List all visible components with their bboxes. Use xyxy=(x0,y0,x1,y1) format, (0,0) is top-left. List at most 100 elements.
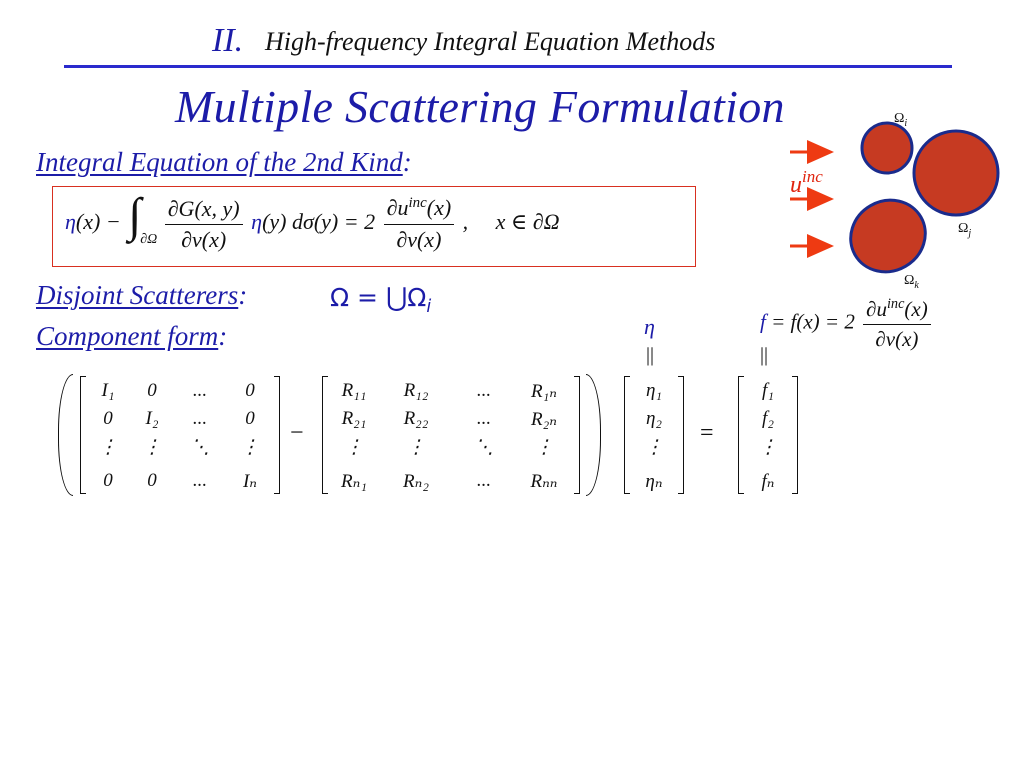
r-matrix-cell: ... xyxy=(476,408,492,429)
component-form-colon: : xyxy=(218,321,228,351)
r-matrix-cell: R₂₁ xyxy=(341,408,367,429)
omega-lhs: Ω xyxy=(330,283,350,312)
identity-matrix-cell: ... xyxy=(192,470,208,491)
header-rule xyxy=(64,65,952,68)
f-denominator: ∂ν(x) xyxy=(875,326,919,351)
omega-rhs-sub: i xyxy=(426,297,432,318)
disjoint-scatterers-label: Disjoint Scatterers: xyxy=(36,280,247,311)
omega-j-label: Ωj xyxy=(958,221,971,239)
identity-matrix-cell: ⋮ xyxy=(98,437,118,458)
identity-matrix-cell: ⋱ xyxy=(190,437,210,458)
r-matrix-cell: R₁₂ xyxy=(403,380,429,401)
integral-equation-label-text: Integral Equation of the 2nd Kind xyxy=(36,147,403,177)
omega-equals: = xyxy=(349,283,386,312)
union-symbol: ⋃ xyxy=(385,283,408,313)
integral-equation: η(x) − ∫ ∂Ω ∂G(x, y) ∂ν(x) η(y) dσ(y) = … xyxy=(65,189,560,254)
integral-sign: ∫ ∂Ω xyxy=(126,189,158,254)
identity-right-bracket xyxy=(274,376,280,494)
minus-sign: − xyxy=(290,420,304,446)
rhs-numerator-du: ∂u xyxy=(386,195,409,221)
identity-left-bracket xyxy=(80,376,86,494)
omega-union-equation: Ω = ⋃Ωi xyxy=(330,283,431,317)
eq-measure: (y) dσ(y) = 2 xyxy=(262,209,376,235)
r-matrix-cell: ⋮ xyxy=(344,437,364,458)
f-numerator-x: (x) xyxy=(904,296,928,321)
scatterer-omega-j xyxy=(912,129,1000,217)
f-numerator-du: ∂u xyxy=(866,296,887,321)
r-matrix-cell: ⋮ xyxy=(534,437,554,458)
f-expr: = f(x) = 2 xyxy=(765,309,855,334)
kernel-fraction: ∂G(x, y) ∂ν(x) xyxy=(164,196,243,253)
rhs-numerator: ∂uinc(x) xyxy=(383,195,455,225)
integral-equation-colon: : xyxy=(402,147,412,177)
r-matrix-cell: ⋮ xyxy=(406,437,426,458)
eta-vector-entry: η₂ xyxy=(645,408,663,429)
disjoint-scatterers-label-text: Disjoint Scatterers xyxy=(36,280,239,310)
equals-sign: = xyxy=(700,420,714,446)
integral-domain: ∂Ω xyxy=(140,232,158,247)
identity-matrix-cell: 0 xyxy=(245,408,255,429)
identity-matrix-cell: I₂ xyxy=(145,408,159,429)
f-vector-entry: ⋮ xyxy=(758,437,778,458)
f-equals-vertical: || xyxy=(760,344,769,366)
r-left-bracket xyxy=(322,376,328,494)
eta-label: η xyxy=(644,314,655,339)
scatterer-omega-i xyxy=(860,121,914,175)
eta-vector-entry: η₁ xyxy=(645,380,663,401)
identity-matrix-cell: 0 xyxy=(147,470,157,491)
outer-right-paren xyxy=(586,374,601,496)
slide-title: Multiple Scattering Formulation xyxy=(175,81,785,132)
omega-i-label: Ωi xyxy=(894,111,907,129)
omega-k-label: Ωk xyxy=(904,273,919,291)
r-matrix-cell: R₁ₙ xyxy=(531,381,557,402)
eq-condition: , x ∈ ∂Ω xyxy=(462,209,560,235)
f-vector-entry: fₙ xyxy=(761,471,775,492)
incident-wave-label: uinc xyxy=(790,167,823,198)
f-right-bracket xyxy=(792,376,798,494)
rhs-fraction: ∂uinc(x) ∂ν(x) xyxy=(383,195,455,252)
component-form-label-text: Component form xyxy=(36,321,219,351)
identity-matrix-cell: ⋮ xyxy=(240,437,260,458)
f-vector-entry: f₁ xyxy=(762,380,774,401)
kernel-denominator: ∂ν(x) xyxy=(181,226,227,252)
scatterer-figure: uinc Ωi Ωj Ωk xyxy=(790,111,1000,291)
r-matrix-cell: R₁₁ xyxy=(341,380,367,401)
identity-matrix-cell: 0 xyxy=(245,380,255,401)
eq-eta: η xyxy=(65,209,76,235)
r-matrix-cell: Rₙ₂ xyxy=(403,471,429,492)
eq-eta-y: η xyxy=(251,209,263,235)
omega-rhs: Ω xyxy=(407,283,427,312)
r-matrix-cell: ... xyxy=(476,470,492,491)
integral-equation-box: η(x) − ∫ ∂Ω ∂G(x, y) ∂ν(x) η(y) dσ(y) = … xyxy=(52,186,696,267)
identity-matrix-cell: I₁ xyxy=(101,380,115,401)
eq-lhs-x: (x) − xyxy=(75,209,121,235)
r-right-bracket xyxy=(574,376,580,494)
identity-matrix-cell: Iₙ xyxy=(242,471,258,492)
identity-matrix-cell: ... xyxy=(192,408,208,429)
r-matrix-cell: Rₙₙ xyxy=(530,471,558,492)
eta-right-bracket xyxy=(678,376,684,494)
eta-equals-vertical: || xyxy=(646,344,655,366)
f-fraction: ∂uinc(x) ∂ν(x) xyxy=(863,296,931,352)
identity-matrix-cell: 0 xyxy=(103,470,113,491)
integral-equation-label: Integral Equation of the 2nd Kind: xyxy=(36,147,412,178)
outer-left-paren xyxy=(58,374,73,496)
r-matrix-cell: R₂ₙ xyxy=(531,409,557,430)
r-matrix-cell: ... xyxy=(476,380,492,401)
section-number: II. xyxy=(212,22,244,59)
f-numerator-inc: inc xyxy=(886,296,905,312)
f-definition: f = f(x) = 2 ∂uinc(x) ∂ν(x) xyxy=(760,296,934,352)
identity-matrix-cell: 0 xyxy=(147,380,157,401)
kernel-numerator: ∂G(x, y) xyxy=(164,196,243,225)
identity-matrix-cell: ... xyxy=(192,380,208,401)
r-matrix-cell: R₂₂ xyxy=(403,408,429,429)
scatterer-omega-k xyxy=(849,198,927,274)
eta-left-bracket xyxy=(624,376,630,494)
integral-glyph: ∫ xyxy=(128,189,142,242)
rhs-numerator-inc: inc xyxy=(408,195,427,212)
f-numerator: ∂uinc(x) xyxy=(863,296,931,325)
